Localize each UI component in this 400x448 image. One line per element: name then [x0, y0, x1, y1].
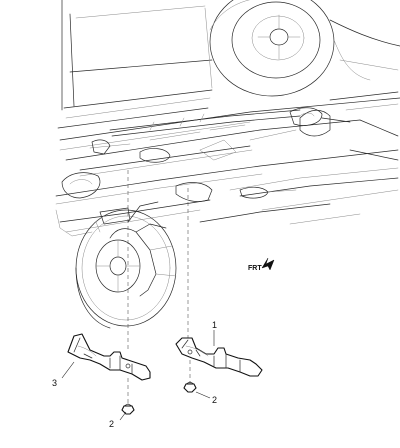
exhaust-system — [109, 107, 351, 199]
front-wheel — [75, 201, 177, 329]
fastener-right — [183, 381, 197, 393]
callout-bracket-left: 3 — [52, 378, 57, 388]
callout-fastener-left: 2 — [109, 419, 114, 429]
rear-wheel — [209, 0, 371, 97]
fastener-left — [121, 403, 135, 415]
callout-leaders — [61, 330, 215, 421]
bracket-right-part — [175, 337, 263, 377]
callout-fastener-right: 2 — [212, 395, 217, 405]
front-direction-marker: FRT — [248, 257, 275, 272]
left-underbody-components — [55, 139, 131, 237]
callout-bracket-right: 1 — [212, 320, 217, 330]
installation-guide-lines — [127, 170, 191, 404]
vehicle-body-side — [57, 0, 213, 129]
bracket-left-part — [67, 333, 151, 381]
underbody-floor-pan — [55, 97, 400, 233]
rear-suspension — [249, 19, 400, 161]
frt-label: FRT — [248, 265, 262, 272]
arrow-icon — [261, 257, 275, 271]
